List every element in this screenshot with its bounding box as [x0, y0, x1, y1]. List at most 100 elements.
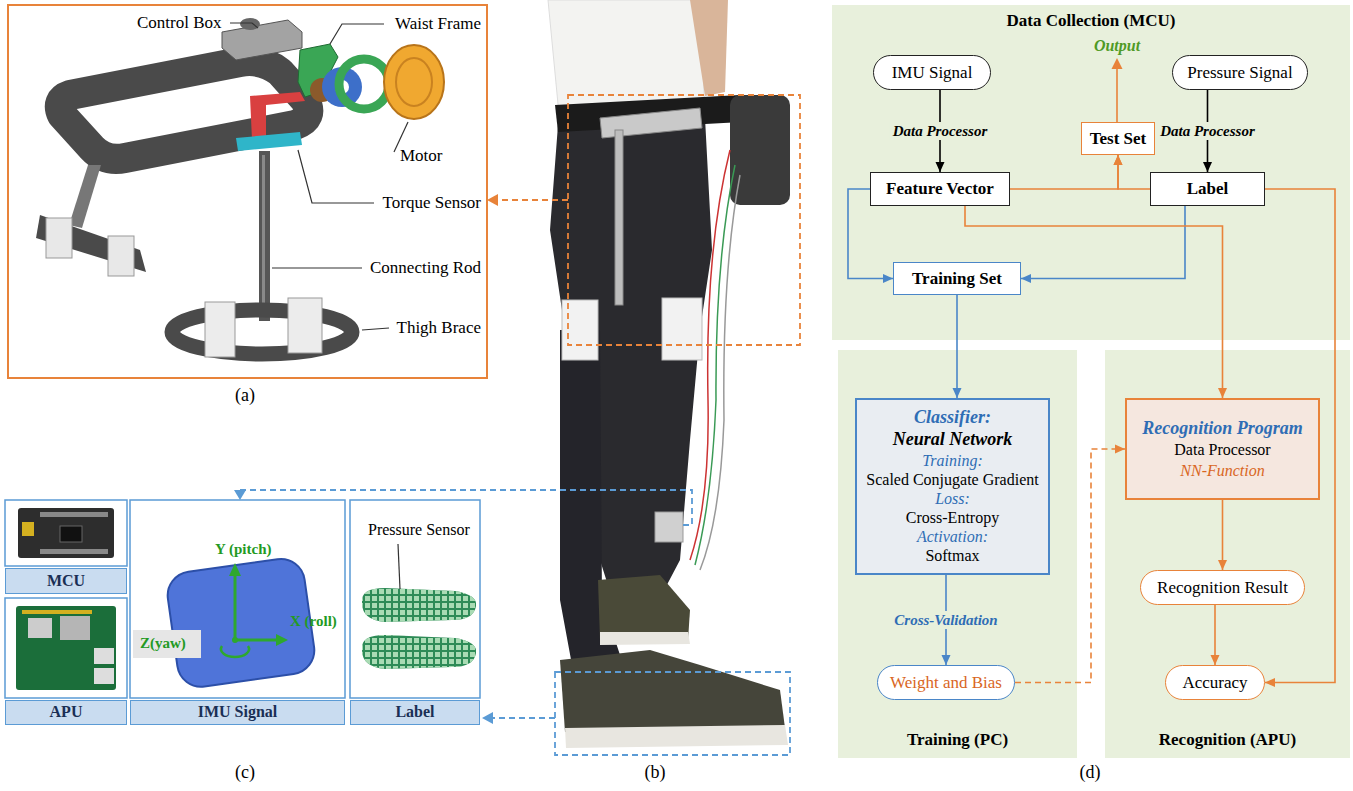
- exoskeleton-drawing: [384, 45, 444, 119]
- connector: [1010, 155, 1123, 189]
- process-box: Feature Vector: [870, 172, 1010, 206]
- wearer-photo: [655, 512, 683, 542]
- arrowhead: [1211, 655, 1220, 665]
- panel-caption: IMU Signal: [130, 700, 345, 725]
- exoskeleton-drawing: [108, 236, 134, 276]
- wearer-photo: [690, 0, 728, 96]
- panel-caption: MCU: [5, 568, 127, 594]
- node-text: Feature Vector: [886, 179, 994, 199]
- axis-label: Z(yaw): [140, 634, 186, 652]
- node-text: MCU: [47, 572, 85, 590]
- hardware-panels: [232, 637, 238, 643]
- hardware-panels: [350, 500, 480, 698]
- exoskeleton-drawing: [205, 302, 235, 357]
- connector-line: [956, 295, 958, 398]
- connector: [1021, 206, 1185, 283]
- connector: [953, 295, 962, 398]
- connector-line: [1118, 155, 1150, 189]
- hardware-panels: [235, 639, 277, 642]
- hardware-panels: [40, 549, 108, 554]
- process-box: Training Set: [893, 262, 1021, 295]
- wearer-photo: [700, 175, 740, 570]
- wearer-photo: [662, 298, 702, 360]
- hardware-panels: [362, 588, 476, 622]
- exoskeleton-drawing: [362, 328, 389, 330]
- axis-label: Y (pitch): [215, 540, 272, 558]
- panel-letter: (d): [1080, 762, 1101, 784]
- wearer-photo: [568, 95, 800, 345]
- connector: [1218, 500, 1227, 570]
- wearer-photo: [487, 194, 498, 206]
- connector-line: [1010, 155, 1118, 189]
- node-text: NN-Function: [1180, 461, 1264, 482]
- band-fill: [838, 350, 1077, 758]
- process-box: Test Set: [1081, 122, 1155, 155]
- arrowhead: [1114, 155, 1123, 165]
- panel-letter: (a): [235, 385, 255, 407]
- node-text: Training Set: [912, 269, 1002, 289]
- node-text: Recognition Result: [1157, 578, 1288, 598]
- hardware-panels: [22, 610, 92, 614]
- hardware-panels: [5, 500, 127, 566]
- node-text: Pressure Signal: [1187, 63, 1292, 83]
- hardware-panels: [130, 500, 345, 698]
- output-arrow: [1112, 58, 1123, 69]
- arrowhead: [942, 655, 951, 665]
- arrowhead: [1114, 155, 1123, 165]
- wearer-photo: [492, 717, 555, 719]
- arrowhead: [1218, 388, 1227, 398]
- exoskeleton-drawing: [8, 5, 487, 378]
- signal-terminal: IMU Signal: [873, 55, 991, 90]
- exoskeleton-drawing: [288, 298, 322, 353]
- exoskeleton-drawing: [259, 151, 270, 321]
- exoskeleton-drawing: [69, 165, 101, 228]
- arrowhead: [936, 162, 945, 172]
- stage-band: Data Collection (MCU) IMU Signal Pressure …: [832, 5, 1350, 340]
- panel-caption: APU: [5, 700, 127, 725]
- result-terminal: Weight and Bias: [877, 665, 1015, 700]
- band-fill: [832, 5, 1350, 340]
- hardware-panels: [398, 544, 400, 589]
- connector-line: [965, 206, 1223, 398]
- exoskeleton-drawing: [222, 20, 302, 60]
- node-text: Cross-Entropy: [906, 508, 999, 527]
- hardware-panels: [276, 634, 288, 646]
- panel-letter: (c): [235, 762, 255, 784]
- part-label: Motor: [400, 146, 443, 166]
- wearer-photo: [600, 632, 690, 645]
- node-text: IMU Signal: [892, 63, 973, 83]
- edge-label: Cross-Validation: [891, 611, 1000, 629]
- hardware-panels: [60, 526, 82, 542]
- exoskeleton-drawing: [236, 132, 302, 151]
- exoskeleton-drawing: [298, 150, 374, 203]
- part-label: Torque Sensor: [383, 193, 481, 213]
- node-text: Softmax: [925, 546, 979, 565]
- wearer-photo: [234, 490, 246, 500]
- connector: [965, 206, 1227, 398]
- exoskeleton-drawing: [396, 58, 432, 106]
- band-fill: [832, 5, 1350, 758]
- edge-label: Data Processor: [890, 122, 991, 140]
- node-text: Data Processor: [1174, 440, 1270, 461]
- hardware-panels: [362, 588, 476, 622]
- hardware-panels: [94, 668, 114, 684]
- connector-line: [1021, 206, 1185, 279]
- arrowhead: [1265, 678, 1275, 687]
- wearer-photo: [497, 199, 568, 201]
- panel-caption: Label: [350, 700, 480, 725]
- wearer-photo: [555, 672, 790, 755]
- stage-band: Recognition (APU)Recognition ProgramData…: [1105, 350, 1350, 758]
- exoskeleton-drawing: [339, 59, 389, 109]
- hardware-panels: [5, 500, 480, 698]
- exoskeleton-drawing: [240, 18, 260, 30]
- connector: [1211, 605, 1220, 665]
- band-title: Data Collection (MCU): [832, 11, 1350, 31]
- wearer-photo: [565, 725, 788, 748]
- node-text: IMU Signal: [198, 703, 278, 721]
- node-text: Recognition Program: [1142, 417, 1303, 440]
- hardware-panels: [362, 635, 476, 669]
- wearer-photo: [598, 575, 690, 640]
